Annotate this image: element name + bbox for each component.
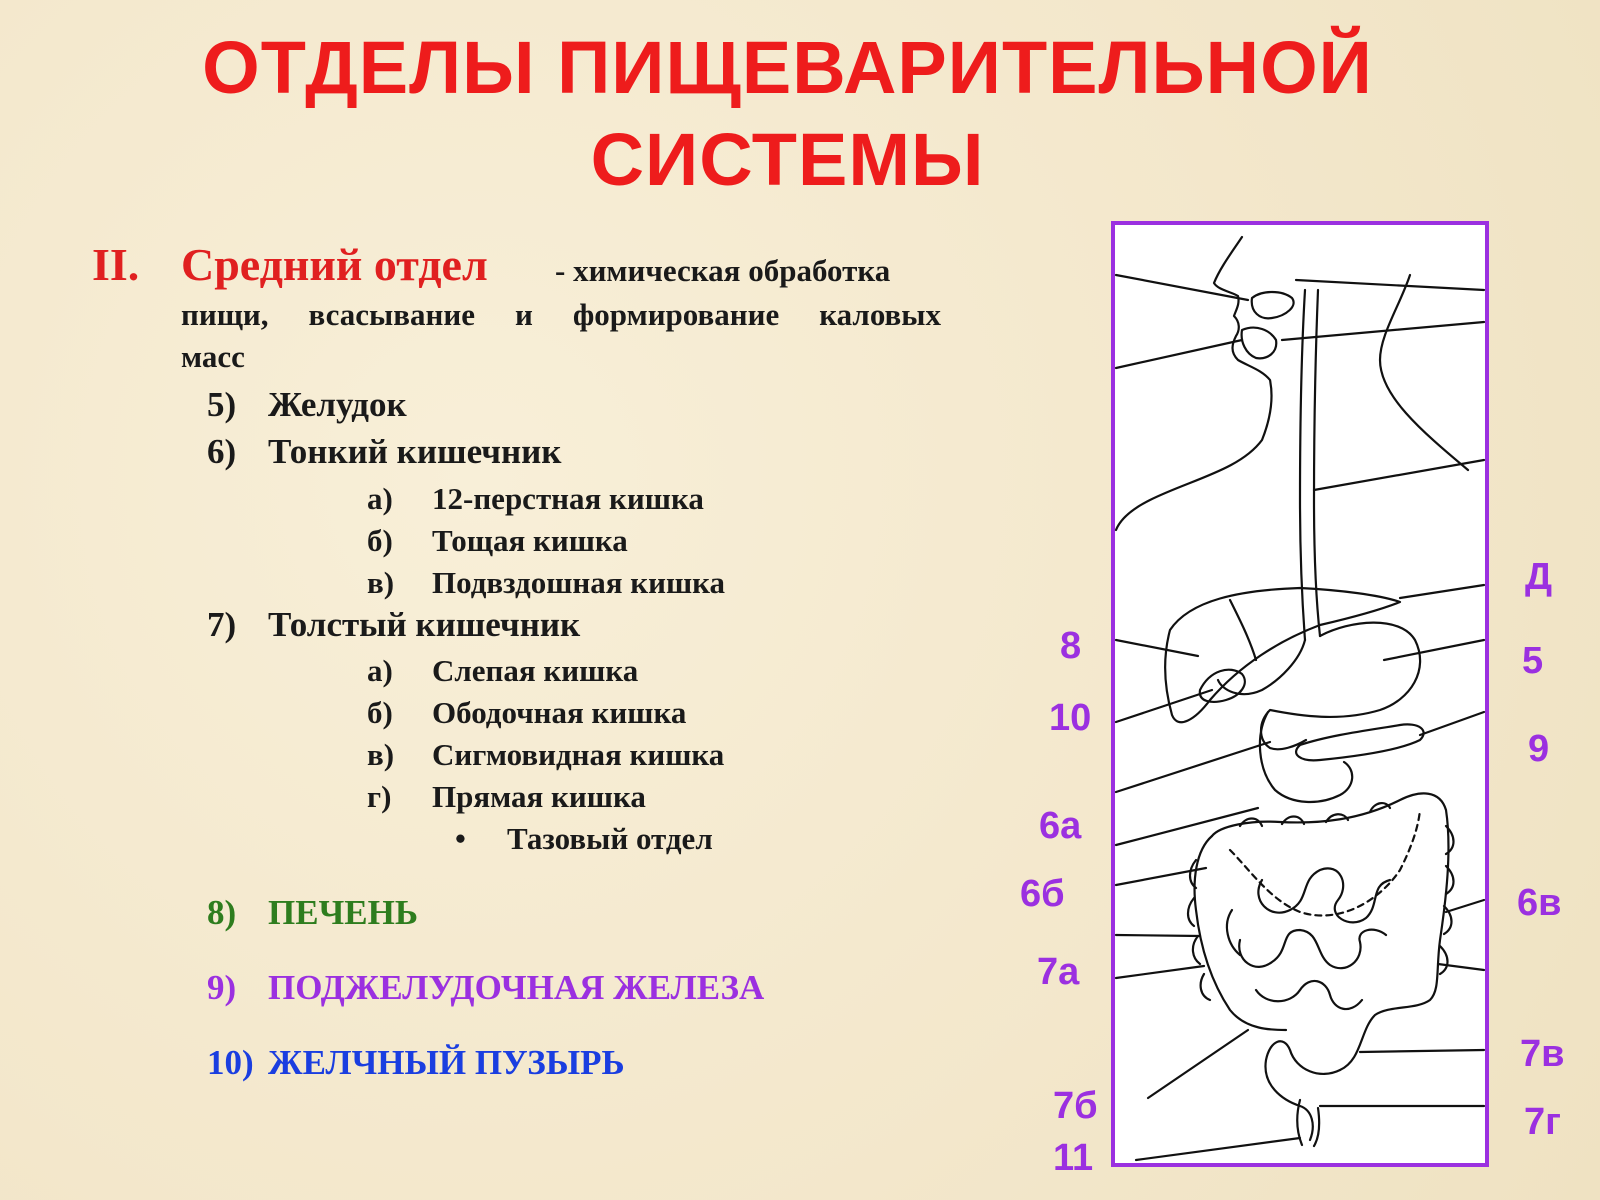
figure-label-6b: 6б — [1020, 873, 1065, 915]
list-item-number: 7) — [207, 605, 237, 644]
sub-item-number: а) — [367, 481, 393, 516]
page-title: ОТДЕЛЫ ПИЩЕВАРИТЕЛЬНОЙ СИСТЕМЫ — [0, 22, 1575, 206]
diagram-frame — [1111, 221, 1489, 1167]
section-heading: Средний отдел — [181, 239, 488, 290]
gland-number: 10) — [207, 1043, 254, 1082]
figure-label-d: Д — [1525, 556, 1553, 598]
figure-label-9: 9 — [1528, 728, 1550, 770]
list-item-stomach: Желудок — [268, 385, 407, 424]
sub-item-sigmoid-colon: Сигмовидная кишка — [432, 737, 725, 772]
list-item-number: 5) — [207, 385, 237, 424]
section-number: II. — [92, 239, 140, 290]
sub-item-colon: Ободочная кишка — [432, 695, 687, 730]
page-title-line-1: ОТДЕЛЫ ПИЩЕВАРИТЕЛЬНОЙ — [202, 26, 1373, 109]
page-title-line-2: СИСТЕМЫ — [590, 118, 985, 201]
section-description-1: - химическая обработка — [555, 253, 891, 288]
sub-item-number: в) — [367, 737, 395, 772]
figure-label-6a: 6а — [1039, 805, 1082, 847]
figure-label-10: 10 — [1049, 697, 1092, 739]
figure-label-7v: 7в — [1520, 1033, 1565, 1075]
sub-item-cecum: Слепая кишка — [432, 653, 639, 688]
sub-item-number: б) — [367, 523, 393, 558]
sub-item-number: а) — [367, 653, 393, 688]
sub-item-number: в) — [367, 565, 395, 600]
figure-label-7g: 7г — [1524, 1101, 1561, 1143]
figure-label-7b: 7б — [1053, 1085, 1098, 1127]
figure-label-5: 5 — [1522, 640, 1544, 682]
list-item-number: 6) — [207, 432, 237, 471]
gland-number: 9) — [207, 968, 237, 1007]
sub-item-number: б) — [367, 695, 393, 730]
bullet-item-pelvic-section: Тазовый отдел — [507, 821, 713, 856]
figure-label-6v: 6в — [1517, 882, 1562, 924]
figure-label-11: 11 — [1053, 1137, 1094, 1179]
section-description-2: пищи, всасывание и формирование каловых — [181, 297, 941, 332]
list-item-small-intestine: Тонкий кишечник — [268, 432, 562, 471]
figure-label-8: 8 — [1060, 625, 1082, 667]
gland-gallbladder: ЖЕЛЧНЫЙ ПУЗЫРЬ — [268, 1043, 625, 1082]
figure-label-7a: 7а — [1037, 951, 1080, 993]
sub-item-duodenum: 12-перстная кишка — [432, 481, 704, 516]
sub-item-jejunum: Тощая кишка — [432, 523, 628, 558]
sub-item-rectum: Прямая кишка — [432, 779, 646, 814]
sub-item-number: г) — [367, 779, 392, 814]
sub-item-ileum: Подвздошная кишка — [432, 565, 726, 600]
gland-liver: ПЕЧЕНЬ — [268, 893, 418, 932]
gland-number: 8) — [207, 893, 237, 932]
gland-pancreas: ПОДЖЕЛУДОЧНАЯ ЖЕЛЕЗА — [268, 968, 765, 1007]
section-description-3: масс — [181, 339, 245, 374]
list-item-large-intestine: Толстый кишечник — [268, 605, 581, 644]
bullet-mark: • — [455, 821, 466, 856]
